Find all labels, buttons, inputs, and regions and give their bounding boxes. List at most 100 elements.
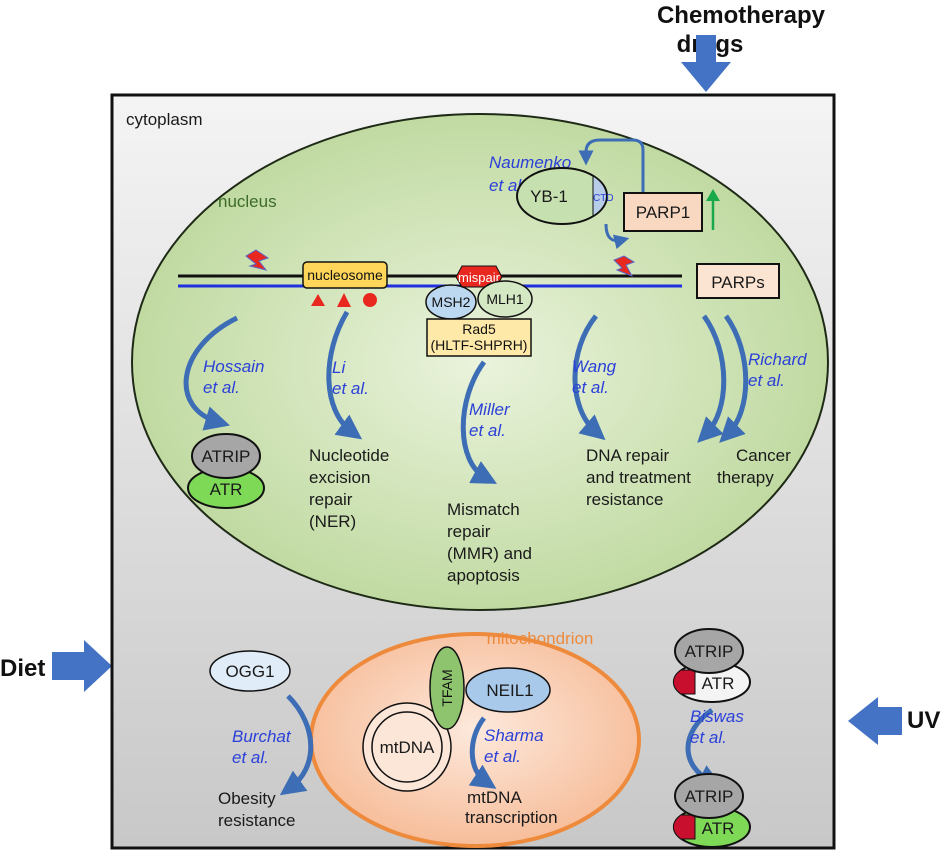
atr-label: ATR <box>210 480 243 499</box>
ner-line-4: (NER) <box>309 512 356 531</box>
neil1-label: NEIL1 <box>486 681 533 700</box>
outcome-ner: Nucleotide excision repair (NER) <box>309 446 389 531</box>
citation-miller-2: et al. <box>469 421 506 440</box>
parps-label: PARPs <box>711 273 765 292</box>
parp1-label: PARP1 <box>636 203 691 222</box>
chemo-label-1: Chemotherapy <box>657 2 826 29</box>
ner-line-3: repair <box>309 490 353 509</box>
lightning-damage-icon <box>245 249 270 271</box>
atr-label-bottom: ATR <box>702 819 735 838</box>
atr-complex-inactive: ATR ATRIP <box>672 628 751 703</box>
burchat-arrow <box>279 694 314 796</box>
phospho-site-icon <box>672 814 696 840</box>
uv-label: UV <box>907 707 940 734</box>
citation-burchat-2: et al. <box>232 748 269 767</box>
yb1-label: YB-1 <box>530 187 568 206</box>
obesity-line-1: Obesity <box>218 789 276 808</box>
citation-sharma-2: et al. <box>484 747 521 766</box>
mtdna-tx-line-2: transcription <box>465 808 558 827</box>
mitochondrion-label: mitochondrion <box>487 629 594 648</box>
cancer-line-1: Cancer <box>736 446 791 465</box>
mispair-label: mispair <box>458 270 501 285</box>
obesity-line-2: resistance <box>218 811 295 830</box>
wang-arrow <box>572 314 606 441</box>
ctd-label: CTD <box>593 193 614 204</box>
yb1-parp1-arrow <box>604 223 630 250</box>
ner-line-2: excision <box>309 468 370 487</box>
dna-repair-line-3: resistance <box>586 490 663 509</box>
citation-wang-2: et al. <box>572 378 609 397</box>
cancer-line-2: therapy <box>717 468 774 487</box>
nucleus <box>131 113 829 611</box>
uv-arrow-icon <box>848 697 902 745</box>
atrip-label-bottom: ATRIP <box>685 787 734 806</box>
upregulation-arrowhead-icon <box>706 189 720 201</box>
rad5-label-1: Rad5 <box>462 321 496 337</box>
citation-biswas-1: Biswas <box>690 707 744 726</box>
citation-burchat-1: Burchat <box>232 727 292 746</box>
parp1-protein <box>623 192 703 232</box>
neil1-protein <box>465 667 551 713</box>
citation-naumenko-1: Naumenko <box>489 153 571 172</box>
citation-richard-2: et al. <box>748 371 785 390</box>
mmr-line-1: Mismatch <box>447 500 520 519</box>
dna-repair-line-2: and treatment <box>586 468 691 487</box>
citation-richard-1: Richard <box>748 350 807 369</box>
diet-input: Diet <box>0 640 112 692</box>
mmr-line-2: repair <box>447 522 491 541</box>
chemotherapy-input: Chemotherapy drugs <box>657 2 826 92</box>
mlh1-protein <box>477 280 533 318</box>
ogg1-protein <box>209 650 291 692</box>
outcome-cancer-therapy: Cancer therapy <box>717 446 791 487</box>
ogg1-label: OGG1 <box>225 662 274 681</box>
damage-triangle-icon <box>337 293 351 307</box>
atr-label-top: ATR <box>702 674 735 693</box>
atrip-protein <box>191 433 261 479</box>
mmr-line-3: (MMR) and <box>447 544 532 563</box>
tfam-label: TFAM <box>439 669 455 706</box>
nucleus-label: nucleus <box>218 192 277 211</box>
lightning-damage-icon <box>613 255 636 277</box>
damage-triangle-icon <box>311 294 325 306</box>
citation-miller-1: Miller <box>469 400 511 419</box>
richard-arrow-right <box>719 314 749 443</box>
mtdna-inner <box>371 711 443 783</box>
nucleosome-label: nucleosome <box>307 267 383 283</box>
rad5-label-2: (HLTF-SHPRH) <box>431 337 528 353</box>
citation-li-2: et al. <box>332 379 369 398</box>
li-arrow <box>326 310 363 440</box>
citation-hossain-2: et al. <box>203 378 240 397</box>
atr-complex-active: ATR ATRIP <box>672 773 751 848</box>
diet-label: Diet <box>0 655 45 682</box>
mmr-line-4: apoptosis <box>447 566 520 585</box>
citation-naumenko-2: et al. <box>489 176 526 195</box>
phospho-site-icon <box>672 669 696 695</box>
msh2-label: MSH2 <box>432 294 471 310</box>
hossain-arrow <box>183 315 239 431</box>
mtdna-label: mtDNA <box>380 738 435 757</box>
diet-arrow-icon <box>52 640 112 692</box>
cytoplasm-label: cytoplasm <box>126 110 203 129</box>
rad5-box <box>426 318 532 357</box>
outcome-mmr: Mismatch repair (MMR) and apoptosis <box>447 500 532 585</box>
sharma-arrow <box>468 716 497 789</box>
outcome-dna-repair: DNA repair and treatment resistance <box>586 446 691 509</box>
atrip-label-top: ATRIP <box>685 642 734 661</box>
citation-li-1: Li <box>332 358 346 377</box>
citation-biswas-2: et al. <box>690 728 727 747</box>
citation-sharma-1: Sharma <box>484 726 544 745</box>
naumenko-loop-arrow <box>578 138 645 196</box>
parps-box <box>696 263 780 299</box>
atrip-label: ATRIP <box>202 447 251 466</box>
citation-wang-1: Wang <box>572 357 617 376</box>
tfam-protein <box>429 646 465 730</box>
atrip-protein-top <box>674 628 744 674</box>
ctd-domain <box>592 175 607 217</box>
nucleosome <box>302 261 388 289</box>
atrip-protein-bottom <box>674 773 744 819</box>
damage-circle-icon <box>363 293 377 307</box>
citation-hossain-1: Hossain <box>203 357 264 376</box>
chemo-arrow-icon <box>681 35 731 92</box>
uv-input: UV <box>848 697 940 745</box>
